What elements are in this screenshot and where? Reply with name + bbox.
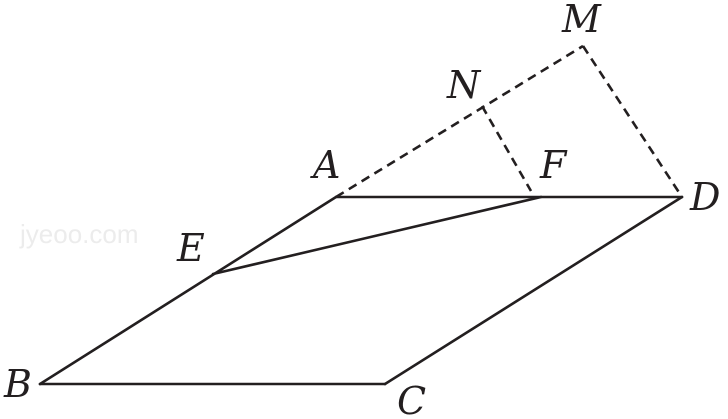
- watermark: jyeoo.com: [19, 219, 139, 249]
- label-b: B: [3, 362, 32, 406]
- segment-cd: [383, 195, 684, 386]
- label-f: F: [539, 143, 568, 187]
- segment-ef: [211, 195, 543, 276]
- segment-am-dashed: [335, 44, 584, 199]
- label-m: M: [561, 0, 602, 41]
- segment-md-dashed: [581, 45, 684, 198]
- label-c: C: [397, 379, 426, 419]
- segment-nf-dashed: [480, 105, 533, 192]
- label-n: N: [446, 63, 482, 107]
- label-e: E: [176, 226, 205, 270]
- label-a: A: [310, 143, 340, 187]
- segment-ab: [38, 195, 338, 386]
- label-d: D: [689, 175, 720, 219]
